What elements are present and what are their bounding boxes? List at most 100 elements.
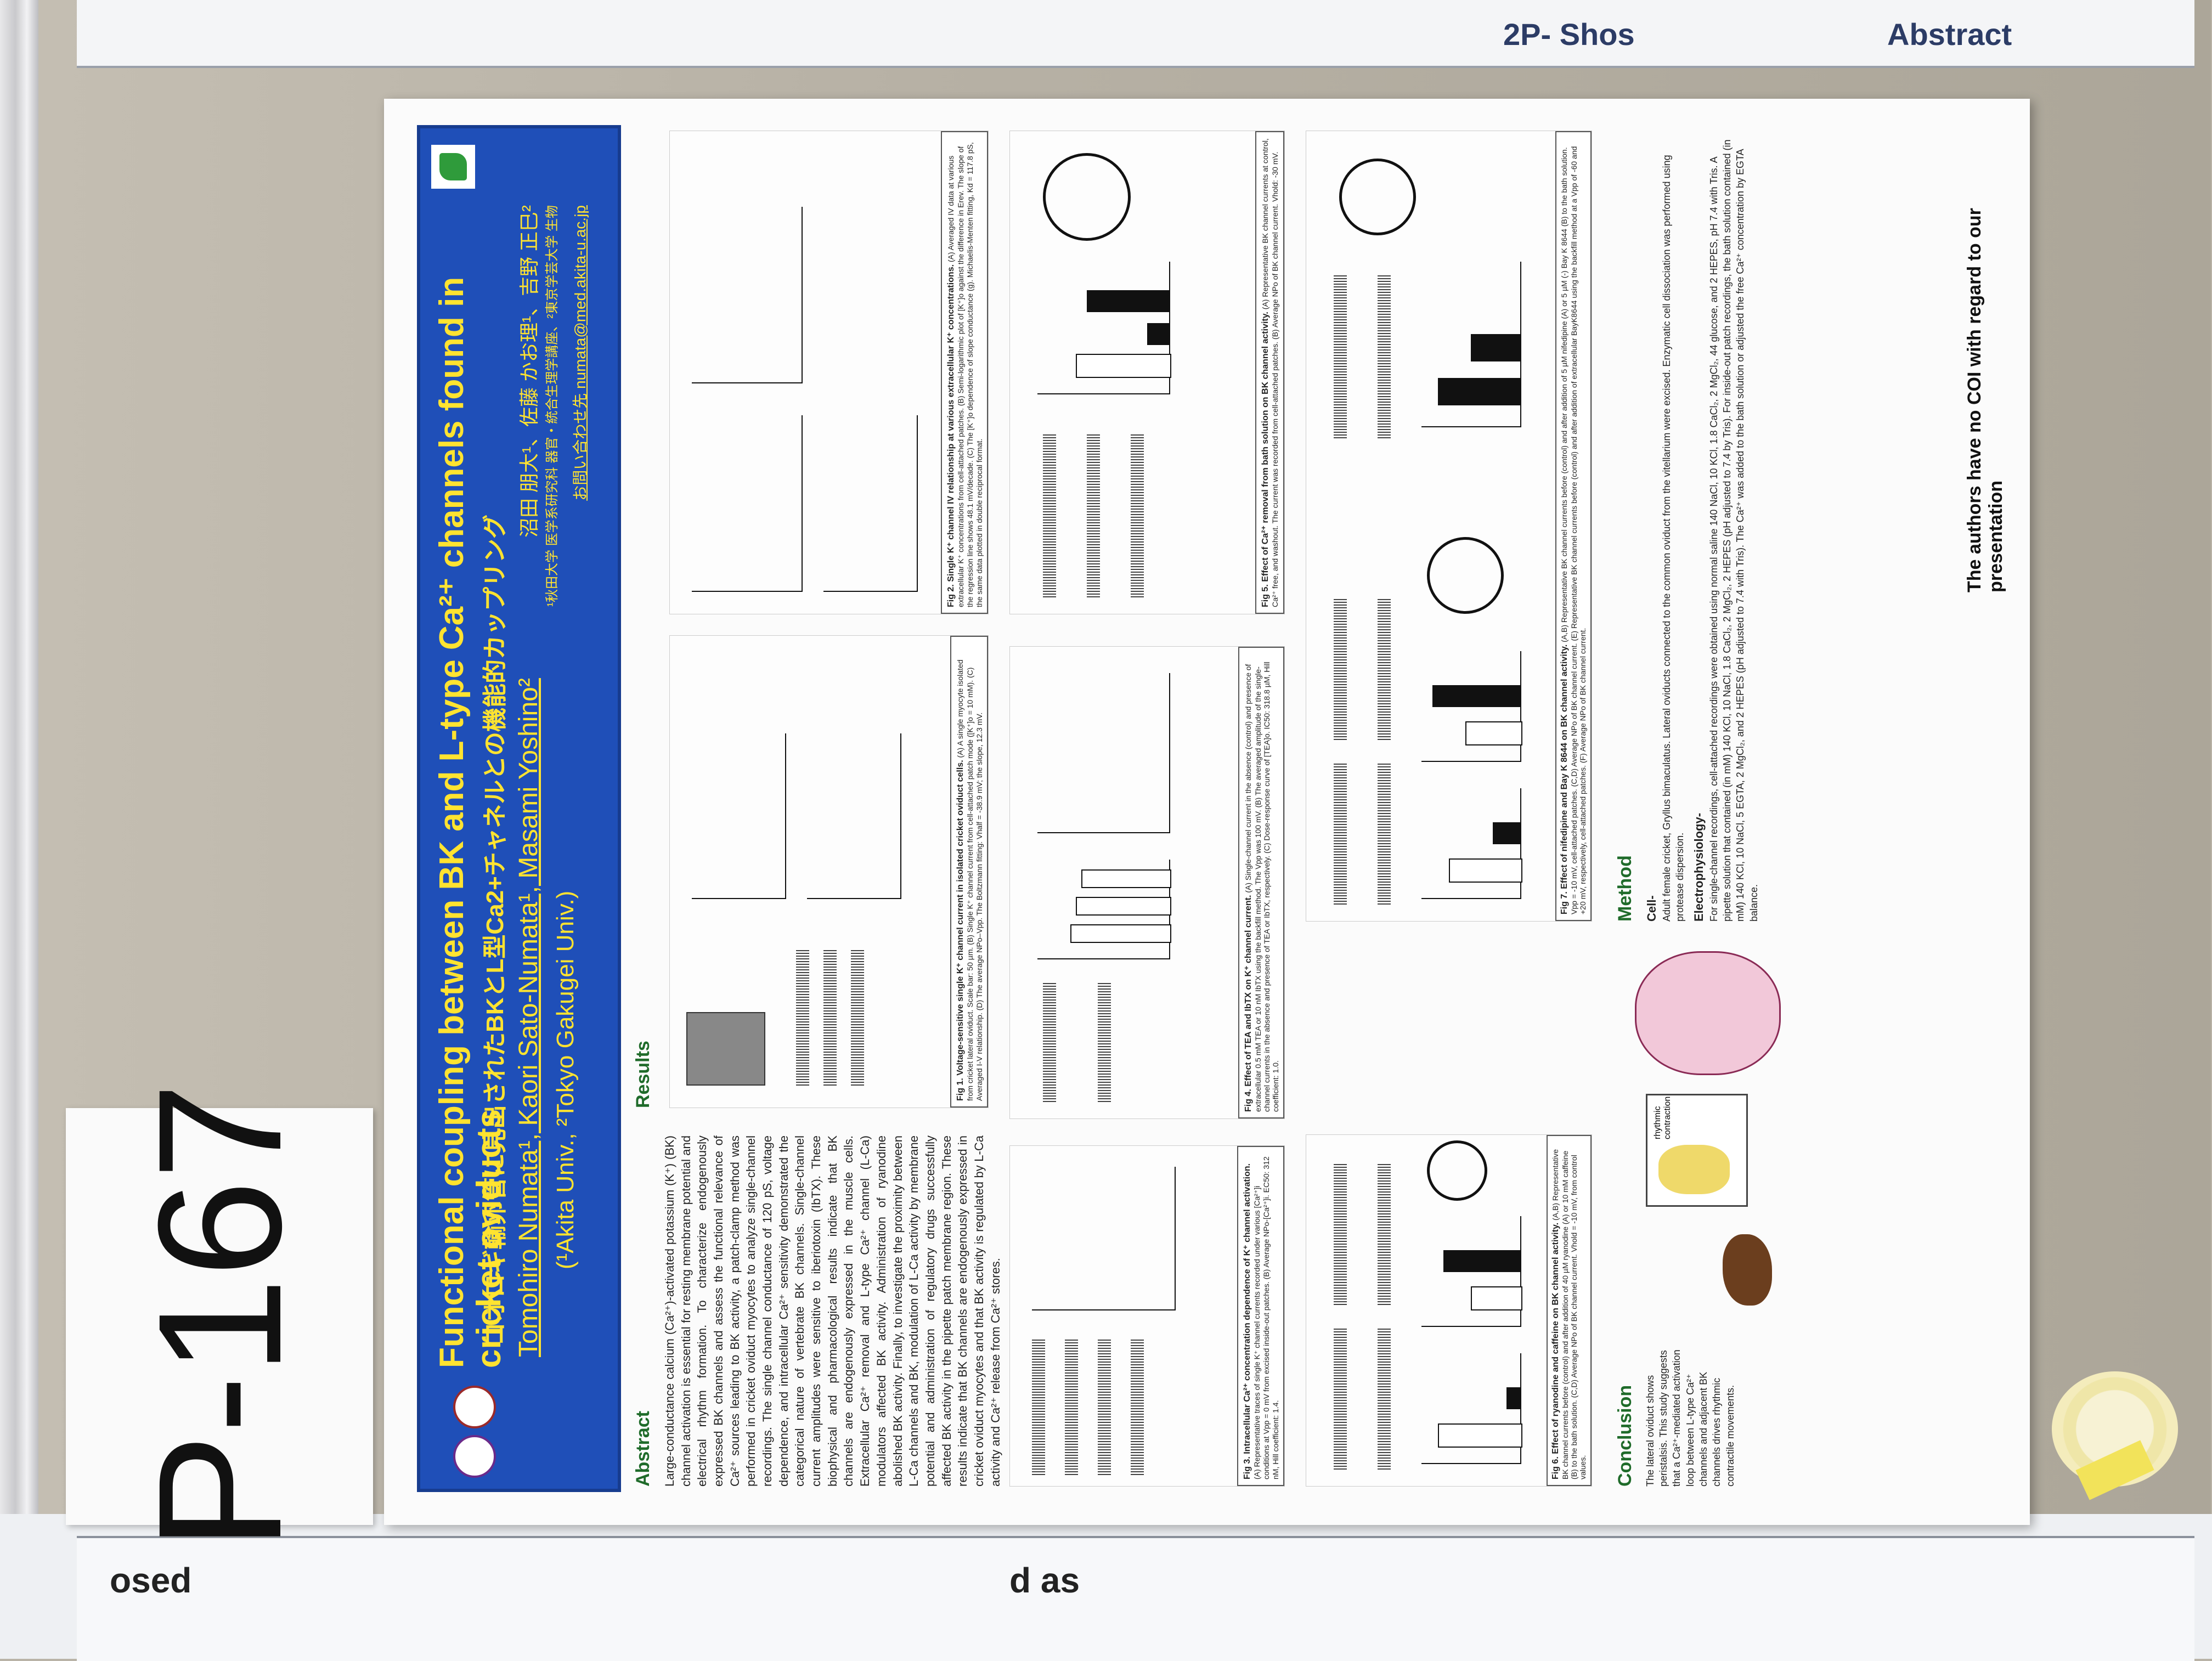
figure-2-title: Fig 2. Single K⁺ channel IV relationship… (946, 264, 956, 607)
conclusion-section: Conclusion The lateral oviduct shows per… (1613, 1344, 1737, 1487)
figure-1: Fig 1. Voltage-sensitive single K⁺ chann… (669, 635, 989, 1108)
cell-schematic (1427, 1140, 1487, 1201)
figure-5-caption: Fig 5. Effect of Ca²⁺ removal from bath … (1255, 131, 1284, 614)
trace (1378, 1327, 1391, 1470)
cell-schematic (1043, 153, 1131, 241)
trace (1032, 1338, 1045, 1475)
bar (1432, 685, 1520, 707)
figure-1-caption: Fig 1. Voltage-sensitive single K⁺ chann… (950, 636, 988, 1108)
figure-7: Fig 7. Effect of nifedipine and Bay K 86… (1306, 131, 1592, 922)
figure-5-title: Fig 5. Effect of Ca²⁺ removal from bath … (1261, 312, 1270, 607)
bar (1076, 354, 1171, 378)
neighbor-top-abstract: Abstract (1887, 17, 2012, 52)
figure-6-caption: Fig 6. Effect of ryanodine and caffeine … (1547, 1135, 1592, 1486)
bar (1471, 334, 1520, 361)
trace (1043, 433, 1056, 597)
conductance-plot-axes (823, 415, 918, 592)
bar (1438, 1423, 1522, 1448)
method-cell-text: Adult female cricket, Gryllus bimaculatu… (1661, 155, 1685, 922)
figure-3: Fig 3. Intracellular Ca²⁺ concentration … (1009, 1145, 1285, 1487)
trace (1098, 981, 1111, 1102)
bar (1087, 290, 1169, 312)
figure-6: Fig 6. Effect of ryanodine and caffeine … (1306, 1134, 1592, 1487)
neighbor-top-label: 2P- Shos (1503, 17, 1635, 52)
semilog-plot-axes (692, 207, 803, 383)
trace (796, 948, 809, 1086)
iv-plot-axes (692, 415, 803, 592)
bar (1465, 721, 1522, 745)
trace (1378, 762, 1391, 905)
npo-plot-axes (807, 733, 901, 899)
ca-dose-plot-axes (1032, 1167, 1176, 1310)
iv-plot-axes (692, 733, 786, 899)
figure-6-title: Fig 6. Effect of ryanodine and caffeine … (1551, 1222, 1560, 1479)
mechanism-schematic: rhythmic contraction (1613, 944, 1843, 1317)
neighbor-poster-bottom: osed d as (77, 1536, 2194, 1661)
poster-subtitle-jp: コオロギ輸卵管に見出されたBKとL型Ca2+チャネルとの機能的カップリング (482, 515, 509, 1346)
figure-4: Fig 4. Effect of TEA and IbTX on K⁺ chan… (1009, 646, 1285, 1119)
neighbor-bottom-word: osed (110, 1561, 192, 1600)
trace (1131, 1338, 1144, 1475)
university-logo-2 (453, 1386, 496, 1428)
results-heading: Results (633, 1041, 653, 1108)
poster-affil-jp: ¹秋田大学 医学系研究科 器官・統合生理学講座、²東京学芸大学 生物 (545, 205, 560, 607)
poster-contact: お問い合わせ先 numata@med.akita-u.ac.jp (572, 205, 589, 501)
trace (1065, 1338, 1078, 1475)
bar (1471, 1286, 1522, 1310)
figure-3-caption: Fig 3. Intracellular Ca²⁺ concentration … (1237, 1146, 1284, 1486)
cell-schematic (1427, 537, 1504, 614)
myocyte-micrograph (686, 1012, 765, 1086)
trace (1334, 274, 1347, 438)
abstract-heading: Abstract (633, 1411, 653, 1487)
figure-4-title: Fig 4. Effect of TEA and IbTX on K⁺ chan… (1244, 895, 1253, 1112)
trace (1378, 274, 1391, 438)
poster-content-rotated: Functional coupling between BK and L-typ… (384, 99, 2030, 1525)
results-section: Results (631, 1041, 662, 1108)
cricket-icon (1723, 1234, 1772, 1306)
bar (1443, 1250, 1520, 1272)
bar (1449, 858, 1522, 883)
figure-3-text: (A) Representative traces of single K⁺ c… (1252, 1156, 1280, 1479)
method-section: Method Cell- Adult female cricket, Gryll… (1613, 132, 1760, 922)
trace (851, 948, 864, 1086)
method-electro-label: Electrophysiology- (1692, 812, 1706, 922)
figure-7-caption: Fig 7. Effect of nifedipine and Bay K 86… (1555, 131, 1592, 921)
poster-number-card: P-167 (66, 1082, 373, 1551)
trace (1087, 433, 1100, 597)
cell-schematic (1339, 159, 1416, 235)
neighbor-bottom-word2: d as (1009, 1561, 1080, 1600)
poster-authors: Tomohiro Numata¹, Kaori Sato-Numata¹, Ma… (514, 678, 543, 1357)
abstract-text: Large-conductance calcium (Ca²⁺)-activat… (662, 1135, 1002, 1487)
bar (1147, 323, 1169, 345)
trace (1043, 981, 1056, 1102)
trace (1131, 433, 1144, 597)
bar (1070, 924, 1171, 943)
poster-number: P-167 (121, 1082, 318, 1551)
abstract-section: Abstract Large-conductance calcium (Ca²⁺… (631, 1135, 1003, 1487)
channel-complex-icon (1635, 951, 1781, 1075)
poster: Functional coupling between BK and L-typ… (384, 99, 2030, 1525)
oviduct-box: rhythmic contraction (1646, 1094, 1748, 1207)
figure-2-caption: Fig 2. Single K⁺ channel IV relationship… (941, 131, 988, 614)
trace (1334, 1327, 1347, 1470)
poster-authors-jp: 沼田 朋大¹、佐藤 かお理¹、吉野 正巳² (518, 205, 540, 538)
method-cell-label: Cell- (1644, 895, 1658, 922)
aluminium-frame (0, 0, 38, 1659)
trace (1334, 1162, 1347, 1305)
figure-2: Fig 2. Single K⁺ channel IV relationship… (669, 131, 989, 614)
bar (1076, 897, 1171, 916)
university-logo (453, 1435, 496, 1478)
bar (1081, 869, 1171, 888)
method-electro-text: For single-channel recordings, cell-atta… (1708, 139, 1759, 922)
method-heading: Method (1615, 855, 1635, 922)
oviduct-cells (1658, 1145, 1730, 1194)
poster-affiliations: (¹Akita Univ., ²Tokyo Gakugei Univ.) (552, 890, 579, 1269)
cricket-logo-icon (431, 145, 475, 189)
trace (1378, 597, 1391, 740)
coi-statement: The authors have no COI with regard to o… (1964, 208, 2006, 592)
trace (1098, 1338, 1111, 1475)
conclusion-heading: Conclusion (1615, 1385, 1635, 1487)
trace (1334, 597, 1347, 740)
figure-4-caption: Fig 4. Effect of TEA and IbTX on K⁺ chan… (1238, 647, 1284, 1118)
tea-dose-plot-axes (1037, 673, 1170, 833)
